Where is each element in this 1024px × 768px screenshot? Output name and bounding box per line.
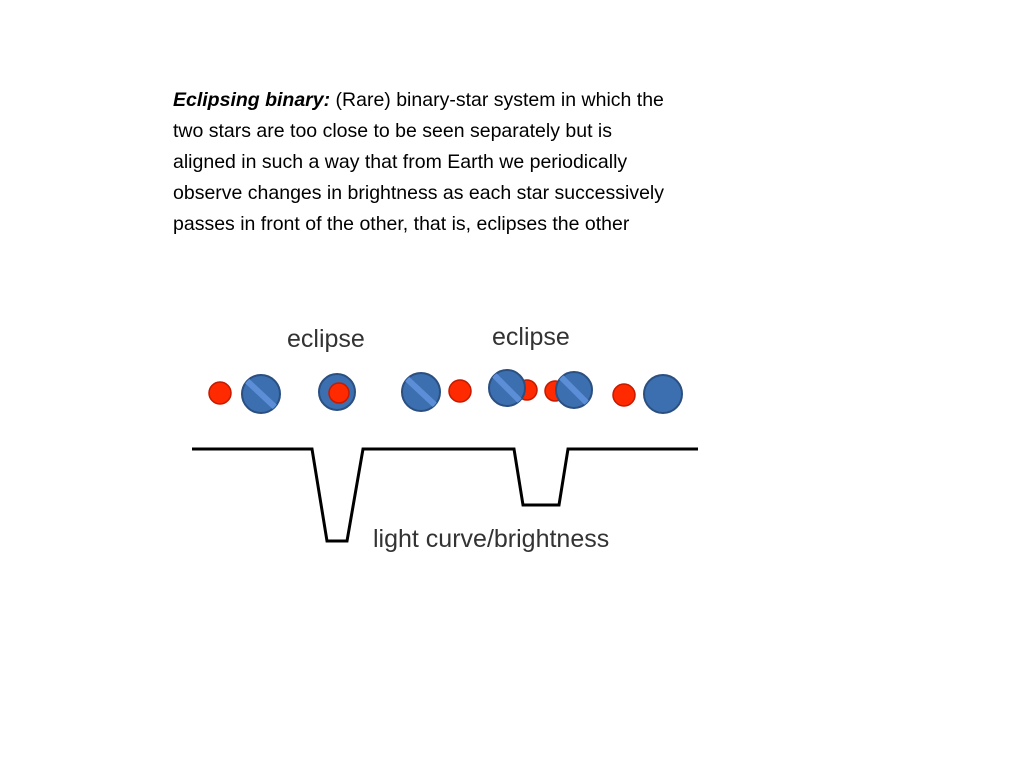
eclipse-label-1: eclipse	[287, 325, 365, 353]
light-curve-line	[192, 447, 698, 543]
definition-text: Eclipsing binary: (Rare) binary-star sys…	[173, 85, 673, 240]
definition-body: (Rare) binary-star system in which the t…	[173, 88, 665, 235]
large-star-phase-6	[643, 374, 683, 414]
eclipse-label-2: eclipse	[492, 323, 570, 351]
small-star-phase-3	[448, 379, 472, 403]
small-star-phase-1	[208, 381, 232, 405]
light-curve-label: light curve/brightness	[373, 525, 609, 553]
large-star-phase-5	[555, 371, 593, 409]
small-star-phase-6	[612, 383, 636, 407]
definition-term-word: Eclipsing binary	[173, 88, 324, 111]
definition-term-colon: :	[323, 88, 331, 111]
large-star-phase-3	[401, 372, 441, 412]
definition-term: Eclipsing binary:	[173, 89, 330, 111]
large-star-phase-1	[241, 374, 281, 414]
eclipsed-pair-phase-4	[488, 369, 538, 407]
eclipsed-pair-phase-2	[318, 373, 356, 411]
